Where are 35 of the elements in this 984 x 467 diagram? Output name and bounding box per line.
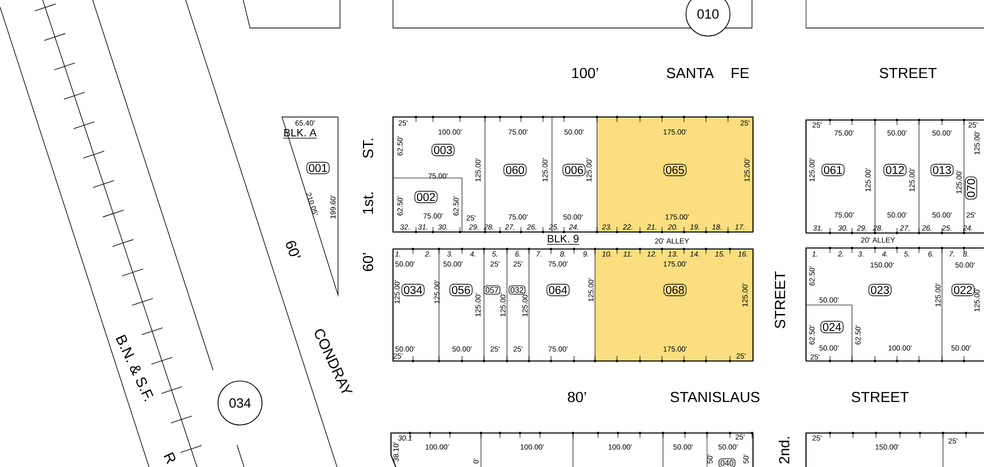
parcel-number: 061 bbox=[821, 164, 845, 176]
street-name: STREET bbox=[774, 271, 786, 328]
street-name: STREET bbox=[852, 392, 909, 402]
street-name: 80’ bbox=[568, 392, 586, 402]
street-name: 1st. bbox=[362, 192, 374, 214]
street-name: 2nd. bbox=[778, 437, 790, 464]
parcel-number: 070 bbox=[964, 176, 978, 200]
street-name: R bbox=[164, 452, 176, 464]
parcel-number: 013 bbox=[930, 164, 954, 176]
parcel-number: 002 bbox=[414, 190, 438, 204]
parcel-number: 001 bbox=[306, 162, 330, 174]
parcel-number: 057 bbox=[484, 286, 500, 294]
parcel-number: 023 bbox=[868, 284, 892, 296]
block-label: BLK. 9 bbox=[546, 234, 580, 245]
street-name: B.N. & S.F. bbox=[116, 334, 154, 402]
street-name: STREET bbox=[880, 68, 937, 78]
parcel-number: 034 bbox=[402, 284, 425, 296]
street-name: STANISLAUS bbox=[670, 392, 760, 402]
parcel-number: 012 bbox=[883, 164, 907, 176]
parcel-number: 060 bbox=[503, 164, 527, 176]
street-name: 100’ bbox=[572, 68, 598, 78]
street-name: ST. bbox=[362, 138, 374, 158]
parcel-number: 024 bbox=[820, 320, 844, 334]
parcel-number: 032 bbox=[508, 286, 526, 294]
street-name: FE bbox=[732, 68, 749, 78]
parcel-number: 065 bbox=[663, 164, 687, 176]
parcel-number: 022 bbox=[951, 284, 975, 296]
street-name: 60’ bbox=[286, 240, 301, 258]
parcel-number: 068 bbox=[663, 284, 687, 296]
street-name: 60’ bbox=[362, 253, 374, 272]
parcel-number: 040 bbox=[718, 458, 736, 467]
parcel-number: 056 bbox=[449, 284, 473, 296]
parcel-number: 064 bbox=[546, 284, 570, 296]
parcel-number: 003 bbox=[431, 144, 455, 156]
parcel-number: 006 bbox=[562, 164, 586, 176]
